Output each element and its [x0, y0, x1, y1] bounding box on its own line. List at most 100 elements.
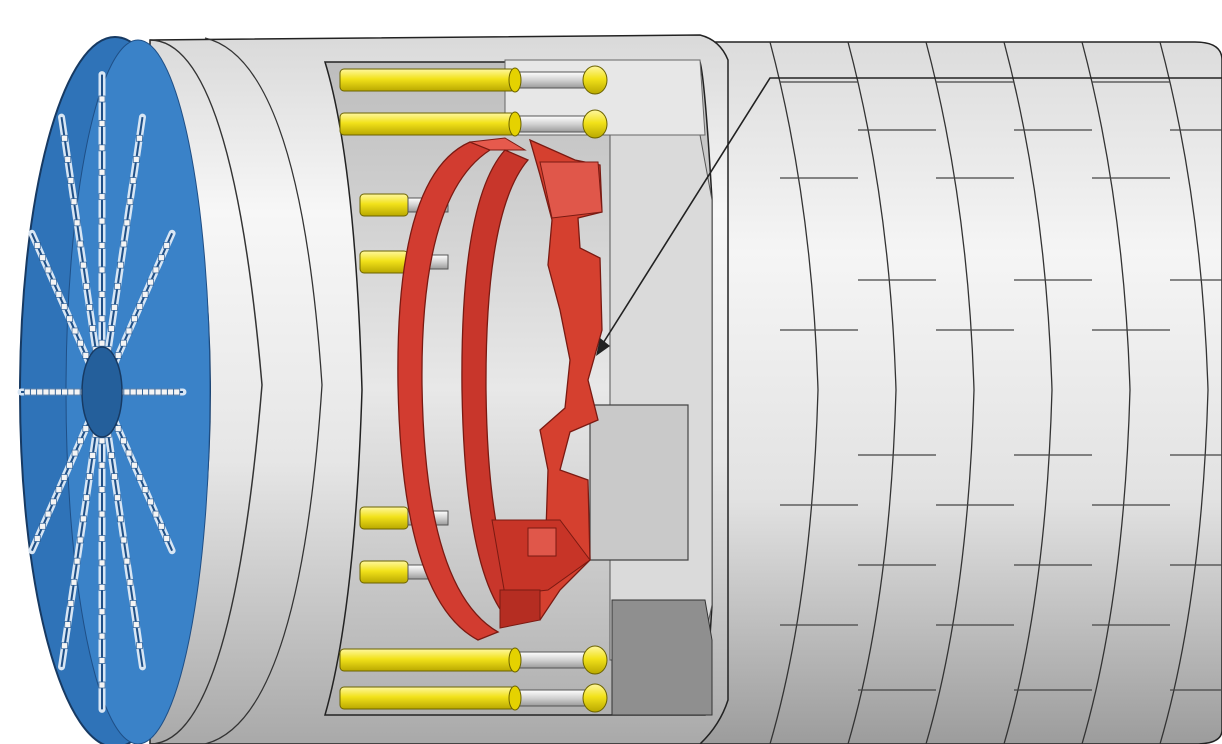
cutter-tooth [79, 261, 87, 269]
cutter-tooth [98, 535, 106, 542]
thrust-cylinder [339, 109, 608, 139]
thrust-cylinder [339, 65, 608, 95]
cutter-tooth [98, 193, 106, 201]
cutter-tooth [50, 498, 57, 506]
shield [149, 34, 729, 744]
cutter-tooth [107, 325, 115, 332]
cutter-tooth [64, 621, 72, 628]
cutter-tooth [120, 536, 128, 544]
thrust-cylinders [339, 65, 608, 713]
cutter-tooth [157, 522, 165, 530]
cutter-tooth [86, 473, 93, 480]
cutter-tooth [82, 425, 90, 432]
cutter-tooth [131, 461, 138, 469]
cutter-tooth [136, 134, 143, 142]
segment-erector [397, 137, 603, 641]
cutter-tooth [123, 557, 131, 565]
cutter-tooth [154, 388, 162, 396]
cutter-tooth [98, 144, 106, 152]
lining-ring-seam [1003, 41, 1053, 744]
cutter-tooth [39, 522, 47, 530]
cutter-tooth [89, 325, 97, 332]
cutter-tooth [132, 156, 140, 163]
cutter-tooth [66, 315, 73, 323]
cutter-tooth [98, 461, 106, 469]
lining-ring-seam [1159, 41, 1209, 744]
cutter-tooth [120, 339, 127, 347]
cutter-tooth [77, 339, 84, 347]
cutter-tooth [61, 388, 68, 396]
cutter-tooth [55, 290, 63, 298]
cutter-tooth [163, 535, 171, 542]
cutter-tooth [83, 282, 90, 290]
cutter-tooth [73, 219, 81, 227]
cutter-tooth [148, 388, 156, 396]
cutter-tooth [82, 352, 90, 359]
cutter-tooth [114, 494, 121, 502]
cutter-tooth [61, 134, 68, 142]
cutter-tooth [61, 642, 68, 650]
thrust-cylinder [339, 683, 608, 713]
cutter-tooth [114, 282, 121, 290]
cutter-tooth [129, 600, 137, 607]
cutter-tooth [142, 388, 149, 396]
cutter-tooth [98, 486, 106, 494]
cutter-tooth [132, 621, 140, 628]
cutter-tooth [157, 254, 165, 262]
cutter-tooth [98, 437, 106, 445]
lining-ring-seam [769, 41, 819, 744]
cutter-tooth [55, 486, 63, 494]
cutter-tooth [67, 600, 75, 607]
cutter-tooth [98, 266, 106, 274]
cutter-tooth [98, 608, 106, 616]
cutter-tooth [129, 177, 137, 184]
cutter-tooth [114, 352, 122, 359]
cutter-tooth [66, 461, 73, 469]
lining-ring-seam [1081, 41, 1131, 744]
cutter-tooth [70, 198, 78, 206]
cutter-tooth [89, 452, 97, 459]
cutter-tooth [76, 536, 84, 544]
cutter-tooth [71, 327, 79, 335]
cutter-tooth [23, 388, 31, 396]
cutter-tooth [123, 219, 131, 227]
callout-leader [596, 77, 1222, 356]
cutter-tooth [77, 437, 84, 445]
cutter-tooth [73, 557, 81, 565]
cutter-tooth [44, 510, 52, 518]
cutter-tooth [98, 339, 106, 347]
cutter-tooth [73, 388, 81, 396]
cutter-tooth [98, 242, 106, 249]
cutter-tooth [98, 217, 106, 225]
cutter-tooth [136, 474, 144, 481]
cutter-tooth [147, 498, 154, 506]
cutter-tooth [120, 240, 128, 248]
cutter-tooth [98, 315, 106, 323]
lining-ring-seam [847, 41, 897, 744]
cutter-tooth [126, 578, 134, 586]
cutter-tooth [141, 486, 149, 494]
cutter-tooth [136, 642, 143, 650]
cutter-tooth [123, 388, 131, 396]
cutter-tooth [98, 681, 106, 689]
segment-lining [689, 41, 1222, 744]
cutter-tooth [98, 583, 106, 591]
cutter-tooth [160, 388, 168, 396]
cutter-tooth [33, 242, 41, 249]
cutter-tooth [30, 388, 37, 396]
cutter-tooth [173, 388, 181, 396]
cutter-tooth [131, 315, 138, 323]
cutter-tooth [136, 388, 143, 396]
cutter-tooth [114, 425, 122, 432]
cutter-tooth [167, 388, 174, 396]
cutter-tooth [42, 388, 50, 396]
cutter-tooth [98, 120, 106, 127]
cutter-tooth [98, 95, 106, 103]
cutter-tooth [120, 437, 127, 445]
cutter-tooth [67, 177, 75, 184]
cutter-tooth [60, 303, 68, 310]
cutter-tooth [83, 494, 90, 502]
cutter-tooth [152, 266, 160, 274]
cutter-tooth [70, 578, 78, 586]
cutter-tooth [129, 388, 137, 396]
